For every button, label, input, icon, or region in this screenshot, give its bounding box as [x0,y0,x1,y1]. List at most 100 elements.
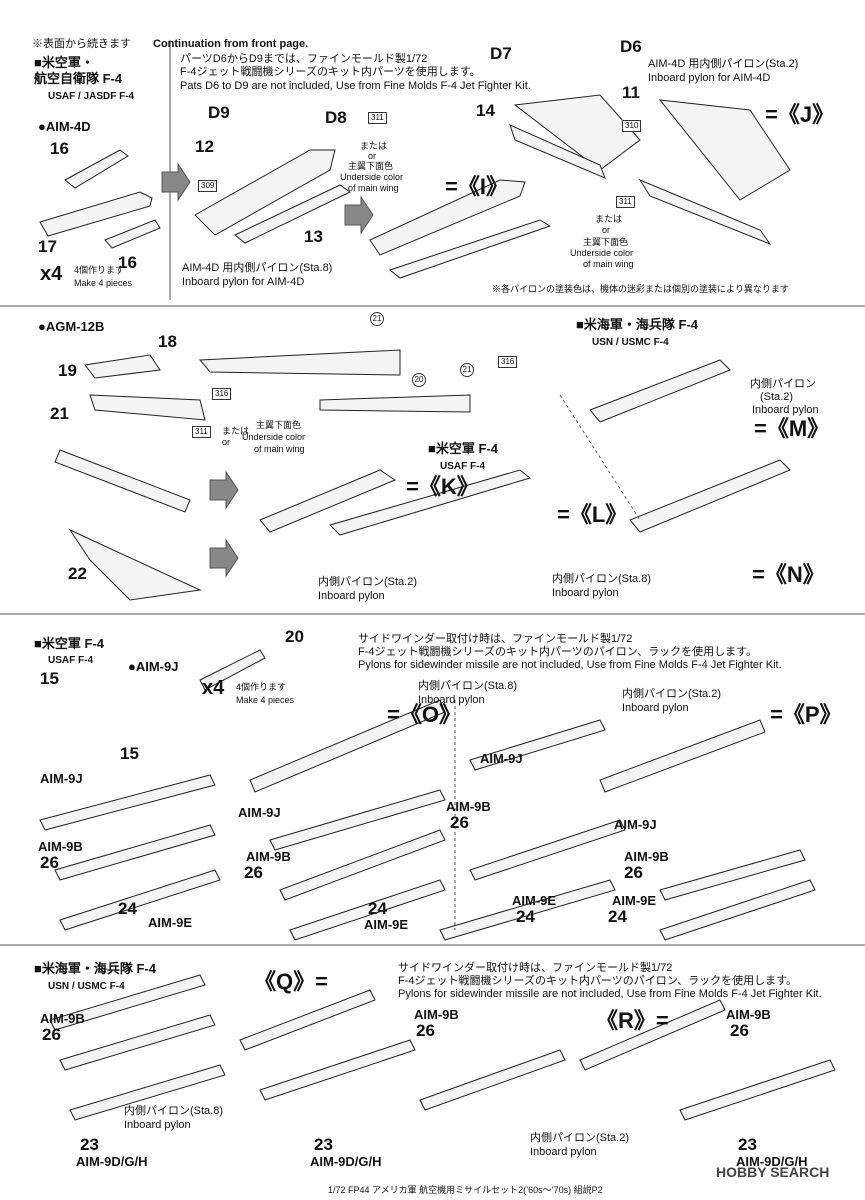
assembly-eq-q: 《Q》= [254,969,328,994]
usn-sta2-sta: (Sta.2) [760,391,794,403]
footer-text: 1/72 FP44 アメリカ軍 航空機用ミサイルセット2(’60s～’70s) … [328,1185,603,1195]
pylon-note-jp1: サイドワインダー取付け時は、ファインモールド製1/72 [358,633,633,645]
paint-callout: 21 [460,363,474,377]
underside-jp: 主翼下面色 [583,237,629,247]
missile-label: AIM-9B [40,1011,85,1026]
make4-en: Make 4 pieces [74,278,133,288]
underside-en2: of main wing [254,444,305,454]
aim4d-parts-drawing [39,149,161,249]
part-number: D8 [325,108,347,127]
step-arrow [209,470,239,510]
sta8-label-jp: 内側パイロン(Sta.8) [552,573,652,585]
sta2-label-jp: 内側パイロン(Sta.2) [622,688,722,700]
watermark-logo: HOBBY SEARCH [716,1164,830,1180]
sta2-label-en: Inboard pylon [622,702,689,714]
sta2-label-en: Inboard pylon [318,590,385,602]
aim9-usaf-drawing [39,649,816,941]
part-number: 23 [738,1135,757,1154]
sta2-label-jp: 内側パイロン(Sta.2) [530,1132,630,1144]
part-number: 16 [118,253,137,272]
or-jp: または [222,426,250,436]
paint-callout: 21 [370,312,384,326]
usn-f4-jp: ■米海軍・海兵隊 F-4 [576,317,698,332]
part-number: D9 [208,103,230,122]
note-jp-1: パーツD6からD9までは、ファインモールド製1/72 [180,53,428,65]
sta2-label-jp: 内側パイロン(Sta.2) [318,576,418,588]
continued-en: Continuation from front page. [153,38,309,50]
step-arrow [209,538,239,578]
sec1-title-en: USAF / JASDF F-4 [48,91,135,102]
agm12b-drawing [54,349,791,601]
quantity-x4: x4 [202,677,225,699]
paint-callout: 316 [498,356,518,368]
pylon-note-en: Pylons for sidewinder missile are not in… [358,659,782,671]
paint-callout: 311 [368,112,387,124]
continued-jp: ※表面から続きます [32,38,131,50]
missile-label: AIM-9E [148,915,193,930]
part-number: 22 [68,564,87,583]
or-en: or [222,437,231,447]
missile-label: AIM-9D/G/H [76,1154,148,1169]
assembly-eq-j: =《J》 [765,102,835,127]
underside-en1: Underside color [570,248,634,258]
assembly-eq-k: =《K》 [406,474,479,499]
underside-jp: 主翼下面色 [256,420,302,430]
assembly-eq-i: =《I》 [445,174,508,199]
usn-f4-en: USN / USMC F-4 [592,337,669,348]
sec2-missile-name: ●AGM-12B [38,319,105,334]
paint-callout: 311 [192,426,211,438]
sta8-label-en: Inboard pylon for AIM-4D [182,276,305,288]
part-number: 15 [120,744,139,763]
sta8-label-en: Inboard pylon [124,1119,191,1131]
usn-sta2-en: Inboard pylon [752,404,819,416]
part-number: 19 [58,361,77,380]
or-en: or [602,225,611,235]
sta2-pylon-drawing [509,94,791,246]
pylon-paint-footnote: ※各パイロンの塗装色は、機体の迷彩または個別の塗装により異なります [492,284,789,294]
part-number: 23 [80,1135,99,1154]
part-number: 20 [285,627,304,646]
missile-label: AIM-9E [364,917,409,932]
underside-en2: of main wing [583,259,634,269]
paint-callout: 20 [412,373,426,387]
pylon-note-jp1: サイドワインダー取付け時は、ファインモールド製1/72 [398,962,673,974]
missile-label: AIM-9B [246,849,291,864]
part-number: D6 [620,37,642,56]
part-number: 16 [50,139,69,158]
paint-callout: 309 [198,180,218,192]
part-number: 15 [40,669,59,688]
sec1-title-jp1: ■米空軍・ [34,55,94,70]
missile-label: AIM-9B [414,1007,459,1022]
aim9-usn-drawing [49,974,836,1121]
paint-callout: 310 [622,120,642,132]
make4-en: Make 4 pieces [236,695,295,705]
sec3-title-jp: ■米空軍 F-4 [34,636,104,651]
assembly-eq-p: =《P》 [770,702,842,727]
underside-en1: Underside color [340,172,404,182]
usn-sta2-jp: 内側パイロン [750,378,816,390]
assembly-eq-l: =《L》 [557,502,628,527]
pylon-note-en: Pylons for sidewinder missile are not in… [398,988,822,1000]
part-number: 26 [416,1021,435,1040]
sta2-label-en: Inboard pylon for AIM-4D [648,72,771,84]
sta8-label-jp: 内側パイロン(Sta.8) [124,1105,224,1117]
assembly-eq-m: =《M》 [754,416,830,441]
part-number: 23 [314,1135,333,1154]
sta2-label-jp: AIM-4D 用内側パイロン(Sta.2) [648,58,799,70]
underside-jp: 主翼下面色 [348,161,394,171]
sec1-missile-name: ●AIM-4D [38,119,91,134]
sta8-label-en: Inboard pylon [418,694,485,706]
missile-label: AIM-9J [480,751,523,766]
usaf-f4-en: USAF F-4 [440,461,485,472]
usaf-f4-jp: ■米空軍 F-4 [428,441,498,456]
sta2-label-en: Inboard pylon [530,1146,597,1158]
assembly-eq-o: =《O》 [387,702,461,727]
part-number: 26 [40,853,59,872]
or-en: or [368,151,377,161]
part-number: 26 [450,813,469,832]
missile-label: AIM-9B [624,849,669,864]
step-arrow [161,162,191,202]
pylon-note-jp2: F-4ジェット戦闘機シリーズのキット内パーツのパイロン、ラックを使用します。 [398,975,797,987]
missile-label: AIM-9D/G/H [736,1154,808,1169]
